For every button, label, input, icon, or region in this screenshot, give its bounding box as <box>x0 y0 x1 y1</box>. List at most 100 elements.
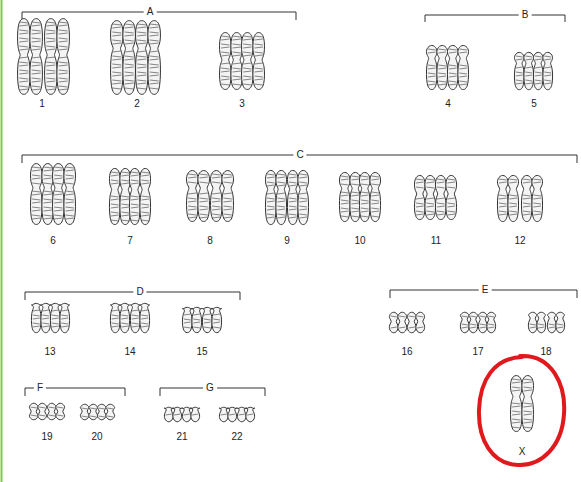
chromosome-band <box>341 184 349 185</box>
chromosome-band <box>54 199 62 200</box>
chromosome-band <box>125 64 134 65</box>
chromosome-band <box>549 327 555 328</box>
chromatid <box>192 307 202 332</box>
chromosome-band <box>141 199 149 200</box>
chromosome-band <box>112 40 121 41</box>
chromatid <box>458 45 469 89</box>
group-brackets <box>22 12 577 396</box>
chromosome-band <box>112 318 119 319</box>
chromosome-band <box>141 326 148 327</box>
chromosome-band <box>516 67 523 68</box>
chromosome-band <box>200 193 208 194</box>
chromosome-band <box>524 422 532 423</box>
chromatid <box>556 312 565 333</box>
chromosome-band <box>544 59 551 60</box>
chromosome-band <box>535 72 542 73</box>
chromatid <box>30 164 42 225</box>
chromosome-band <box>371 211 379 212</box>
chromosome-band <box>121 315 128 316</box>
chromatid <box>173 407 182 422</box>
chromosome-band <box>137 75 146 76</box>
group-letter: F <box>34 383 46 393</box>
chromosome-band <box>150 24 159 25</box>
chromosome-band <box>416 203 424 204</box>
chromosome-band <box>351 203 359 204</box>
chromatid <box>497 175 508 221</box>
chromatid <box>129 168 140 224</box>
chromosome-band <box>131 175 139 176</box>
chromosome-band <box>426 206 434 207</box>
chromosome-band <box>125 72 134 73</box>
chromosome-band <box>341 211 349 212</box>
chromosome-band <box>137 56 146 57</box>
chromatid <box>533 52 543 89</box>
chromosome-band <box>361 192 369 193</box>
chromosome-band <box>535 75 542 76</box>
chromosome-band <box>449 73 457 74</box>
chromosome <box>287 170 308 224</box>
chromatid <box>532 175 543 221</box>
chromosome-band <box>174 414 180 415</box>
chromosome-band <box>277 193 285 194</box>
chromosome <box>510 376 533 432</box>
chromosome-band <box>132 310 139 311</box>
chromosome-band <box>459 81 467 82</box>
chromosome-band <box>512 414 520 415</box>
chromatid <box>123 21 136 95</box>
chromosome-band <box>371 192 379 193</box>
chromosome-band <box>150 32 159 33</box>
chromosome-band <box>132 318 139 319</box>
chromosome-band <box>19 86 28 87</box>
chromosome-band <box>544 56 551 57</box>
chromosome <box>407 312 424 333</box>
chromosome-band <box>299 214 307 215</box>
chromosome-band <box>141 175 149 176</box>
chromosome-band <box>54 215 62 216</box>
chromosome-band <box>44 167 52 168</box>
chromatid <box>120 168 131 224</box>
chromosome-band <box>361 208 369 209</box>
chromosome-band <box>437 203 445 204</box>
chromosome-band <box>221 71 229 72</box>
chromosome-band <box>535 67 542 68</box>
chromosome-band <box>61 318 68 319</box>
chromosome-band <box>44 183 52 184</box>
chromosome-band <box>399 327 405 328</box>
chromosome-band <box>31 415 37 416</box>
chromosome-band <box>428 65 436 66</box>
chromosome-band <box>447 179 455 180</box>
chromosome-band <box>66 215 74 216</box>
chromosome-number: 17 <box>472 347 483 357</box>
chromosome-band <box>66 178 74 179</box>
chromosome-band <box>32 38 41 39</box>
chromosome-band <box>42 310 49 311</box>
chromosome-band <box>46 73 55 74</box>
chromosome-band <box>523 214 531 215</box>
chromosome-band <box>351 200 359 201</box>
chromosome-band <box>112 43 121 44</box>
chromosome-band <box>66 191 74 192</box>
chromosome-band <box>112 35 121 36</box>
chromosome-band <box>462 327 468 328</box>
chromosome-band <box>150 88 159 89</box>
chromatid <box>210 171 222 222</box>
chromosome-band <box>243 47 251 48</box>
chromosome-band <box>277 214 285 215</box>
chromosome-band <box>426 198 434 199</box>
chromosome-band <box>32 22 41 23</box>
chromosome-band <box>523 198 531 199</box>
chromosome-band <box>428 73 436 74</box>
chromosome-band <box>121 212 129 213</box>
chromosome-band <box>200 214 208 215</box>
chromosome-band <box>459 76 467 77</box>
chromosome-band <box>59 22 68 23</box>
chromosome-band <box>200 198 208 199</box>
chromosome-band <box>19 22 28 23</box>
chromosome-band <box>525 80 532 81</box>
chromosome-band <box>39 407 45 408</box>
chromosome-band <box>277 177 285 178</box>
chromosome-band <box>255 76 263 77</box>
chromosome <box>50 303 69 332</box>
chromosome-band <box>267 217 275 218</box>
chromosome-band <box>509 203 517 204</box>
